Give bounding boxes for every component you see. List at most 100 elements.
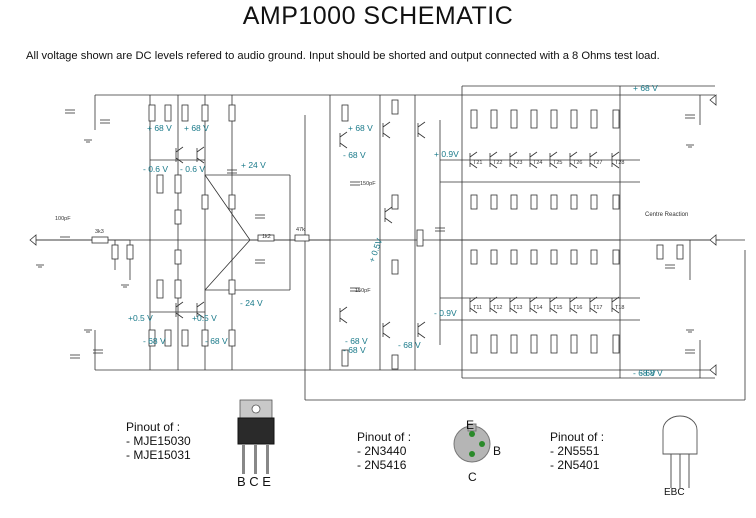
- transistor-collector: [489, 151, 498, 158]
- to39-package-icon: [453, 423, 491, 463]
- resistor: [530, 334, 538, 354]
- resistor: [181, 104, 189, 122]
- resistor: [181, 329, 189, 347]
- transistor-label: T11: [473, 305, 482, 311]
- resistor: [174, 174, 182, 194]
- voltage-label: - 68 V: [640, 368, 663, 378]
- to39-pin-c: C: [468, 470, 477, 484]
- transistor-label: T25: [553, 160, 562, 166]
- transistor-collector: [549, 296, 558, 303]
- resistor: [294, 234, 310, 242]
- resistor: [470, 194, 478, 210]
- voltage-label: +0.5 V: [128, 313, 153, 323]
- transistor-collector: [175, 301, 184, 308]
- resistor: [174, 279, 182, 299]
- resistor: [530, 249, 538, 265]
- pinout-2n3440: Pinout of : - 2N3440 - 2N5416: [357, 430, 411, 472]
- transistor-collector: [569, 151, 578, 158]
- resistor: [416, 229, 424, 247]
- resistor: [570, 334, 578, 354]
- resistor: [228, 194, 236, 210]
- transistor-collector: [417, 121, 426, 128]
- transistor-collector: [589, 296, 598, 303]
- resistor: [612, 194, 620, 210]
- resistor: [228, 279, 236, 295]
- wiring: [30, 85, 746, 401]
- transistor-label: T17: [593, 305, 602, 311]
- voltage-label: - 0.6 V: [180, 164, 205, 174]
- pinout-mje: Pinout of : - MJE15030 - MJE15031: [126, 420, 191, 462]
- pinout-part: - 2N5551: [550, 444, 600, 458]
- resistor: [341, 104, 349, 122]
- resistor: [510, 249, 518, 265]
- resistor: [490, 249, 498, 265]
- transistor-emitter: [469, 162, 478, 169]
- transistor-emitter: [569, 162, 578, 169]
- component-label: 3k3: [95, 229, 104, 235]
- voltage-label: + 0.5V: [366, 237, 384, 264]
- transistor-collector: [382, 121, 391, 128]
- transistor-collector: [611, 296, 620, 303]
- transistor-label: T16: [573, 305, 582, 311]
- resistor: [257, 234, 275, 242]
- resistor: [201, 194, 209, 210]
- transistor-label: T24: [533, 160, 542, 166]
- resistor: [530, 109, 538, 129]
- pinout-part: - 2N3440: [357, 444, 407, 458]
- resistor: [590, 249, 598, 265]
- resistor: [490, 194, 498, 210]
- pinout-part: - MJE15030: [126, 434, 191, 448]
- voltage-label: - 68 V: [143, 336, 166, 346]
- resistor: [612, 334, 620, 354]
- page-title: AMP1000 SCHEMATIC: [242, 2, 514, 30]
- resistor: [174, 209, 182, 225]
- pinout-part: - 2N5401: [550, 458, 600, 472]
- transistor-collector: [382, 321, 391, 328]
- voltage-label: +0.5 V: [192, 313, 217, 323]
- pinout-part: - MJE15031: [126, 448, 191, 462]
- transistor-emitter: [382, 132, 391, 139]
- resistor: [590, 194, 598, 210]
- transistor-label: T12: [493, 305, 502, 311]
- transistor-label: T28: [615, 160, 624, 166]
- voltage-label: - 68 V: [205, 336, 228, 346]
- fuse-icon: [709, 94, 717, 106]
- resistor: [570, 109, 578, 129]
- voltage-label: - 68 V: [398, 340, 421, 350]
- fuse-icon: [709, 364, 717, 376]
- resistor: [470, 249, 478, 265]
- transistor-label: T21: [473, 160, 482, 166]
- resistor: [570, 194, 578, 210]
- transistor-label: T14: [533, 305, 542, 311]
- transistor-emitter: [469, 307, 478, 314]
- transistor-emitter: [509, 162, 518, 169]
- voltage-label: + 68 V: [184, 123, 209, 133]
- resistor: [490, 109, 498, 129]
- resistor: [676, 244, 684, 260]
- transistor-label: T22: [493, 160, 502, 166]
- resistor: [391, 194, 399, 210]
- transistor-emitter: [382, 332, 391, 339]
- transistor-label: T26: [573, 160, 582, 166]
- transistor-emitter: [589, 307, 598, 314]
- resistor: [341, 349, 349, 367]
- transistor-emitter: [509, 307, 518, 314]
- voltage-label: - 68 V: [343, 345, 366, 355]
- pinout-title: Pinout of :: [357, 430, 412, 444]
- resistor: [126, 244, 134, 260]
- transistor-collector: [417, 321, 426, 328]
- component-label: 47k: [296, 227, 305, 233]
- resistor: [656, 244, 664, 260]
- resistor: [201, 104, 209, 122]
- transistor-emitter: [549, 307, 558, 314]
- resistor: [228, 329, 236, 347]
- centre-reaction-label: Centre Reaction: [645, 212, 688, 218]
- voltage-label: - 24 V: [240, 298, 263, 308]
- resistor: [550, 334, 558, 354]
- pinout-title: Pinout of :: [550, 430, 605, 444]
- transistor-label: T27: [593, 160, 602, 166]
- resistor: [510, 334, 518, 354]
- transistor-label: T15: [553, 305, 562, 311]
- resistor: [570, 249, 578, 265]
